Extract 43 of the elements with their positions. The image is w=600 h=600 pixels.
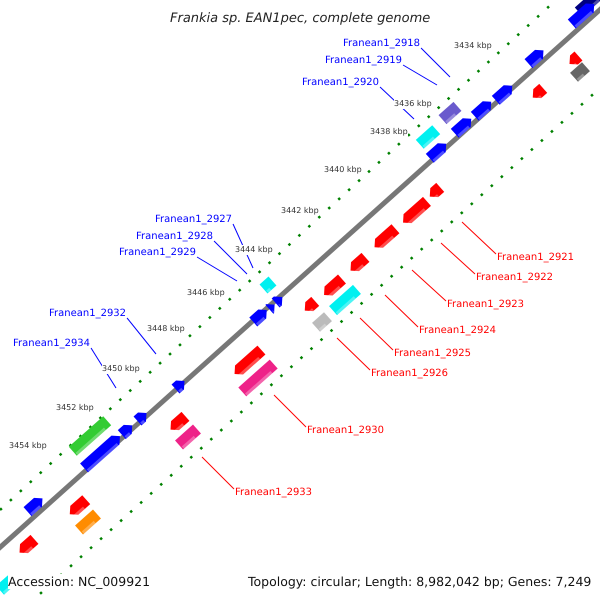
gene-label: Franean1_2933 (235, 487, 312, 499)
gene-label: Franean1_2919 (325, 55, 402, 67)
accession-text: Accession: NC_009921 (8, 574, 150, 589)
title: Frankia sp. EAN1pec, complete genome (170, 10, 430, 26)
gene-label: Franean1_2920 (302, 77, 380, 89)
gene-label: Franean1_2928 (136, 231, 214, 243)
kbp-label: 3450 kbp (102, 364, 140, 374)
kbp-label: 3440 kbp (324, 165, 362, 175)
kbp-label: 3434 kbp (454, 41, 492, 51)
leader-line (402, 64, 438, 86)
leader-line (440, 242, 476, 274)
gene-label: Franean1_2932 (49, 308, 126, 320)
gene-label: Franean1_2918 (343, 38, 420, 50)
kbp-label: 3452 kbp (56, 403, 94, 413)
kbp-label: 3444 kbp (235, 245, 273, 255)
leader-line (412, 270, 446, 302)
leader-line (196, 256, 238, 282)
gene-label: Franean1_2924 (419, 325, 496, 337)
gene-label: Franean1_2923 (447, 299, 524, 311)
gene-label: Franean1_2926 (371, 368, 448, 380)
leader-line (214, 240, 248, 274)
gene-label: Franean1_2921 (497, 252, 574, 264)
kbp-label: 3438 kbp (370, 127, 408, 137)
kbp-label: 3454 kbp (9, 441, 47, 451)
leader-line (462, 222, 496, 254)
leader-line (360, 318, 394, 350)
leader-line (384, 294, 418, 328)
leader-line (274, 394, 306, 428)
kbp-label: 3446 kbp (187, 288, 225, 298)
gene-label: Franean1_2929 (119, 247, 196, 259)
kbp-label: 3436 kbp (394, 99, 432, 109)
leader-line (420, 48, 450, 78)
gene-label: Franean1_2925 (394, 348, 472, 360)
gene-label: Franean1_2934 (13, 338, 90, 350)
genome-info-text: Topology: circular; Length: 8,982,042 bp; Genes: 7,249 (248, 574, 592, 589)
leader-line (336, 338, 370, 370)
kbp-label: 3448 kbp (147, 324, 185, 334)
gene-label: Franean1_2927 (155, 214, 232, 226)
gene-label: Franean1_2930 (307, 425, 384, 437)
leader-line (202, 456, 234, 490)
kbp-label: 3442 kbp (281, 206, 319, 216)
gene-label: Franean1_2922 (476, 272, 554, 284)
leader-line (126, 318, 156, 354)
